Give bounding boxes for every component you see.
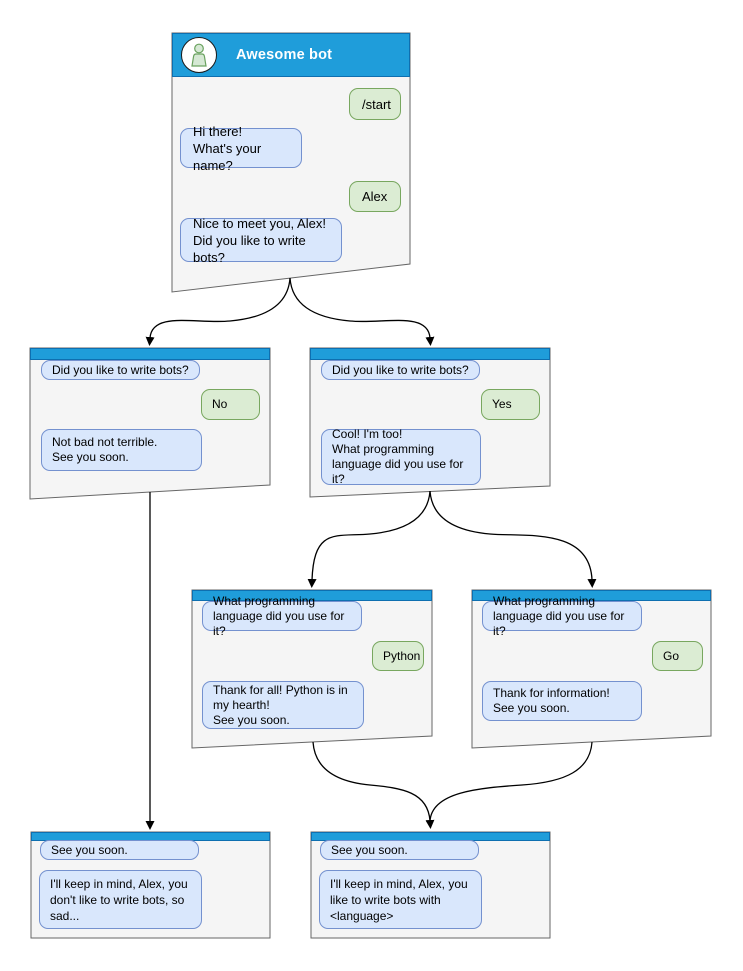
edge-go-to-end-yes	[429, 741, 593, 822]
person-icon	[191, 43, 207, 67]
edge-python-to-end-yes	[312, 741, 435, 829]
chat-window-branch-yes-header	[310, 348, 550, 360]
bot-message-bubble: I'll keep in mind, Alex, you like to wri…	[319, 870, 482, 929]
user-message-bubble: Alex	[349, 181, 401, 212]
user-message-bubble: Python	[372, 641, 424, 671]
bot-message-bubble: Thank for all! Python is in my hearth! S…	[202, 681, 364, 729]
chat-window-title: Awesome bot	[236, 47, 333, 63]
bot-message-bubble: See you soon.	[40, 840, 199, 860]
edge-main-to-branch-no	[145, 277, 291, 346]
bot-message-bubble: Thank for information! See you soon.	[482, 681, 642, 721]
bot-avatar	[181, 37, 217, 73]
user-message-bubble: No	[201, 389, 260, 420]
chat-window-main-header: Awesome bot	[172, 33, 410, 77]
bot-message-bubble: What programming language did you use fo…	[482, 594, 642, 638]
user-message-bubble: Yes	[481, 389, 540, 420]
edge-branch-yes-to-python	[307, 490, 431, 588]
chat-window-branch-go-header	[472, 590, 711, 601]
bot-message-bubble: I'll keep in mind, Alex, you don't like …	[39, 870, 202, 929]
edge-branch-yes-to-go	[429, 490, 597, 588]
bot-message-bubble: Did you like to write bots?	[41, 360, 200, 380]
bot-message-bubble: Hi there! What's your name?	[180, 124, 302, 173]
chat-window-branch-no-header	[30, 348, 270, 360]
user-message-bubble: Go	[652, 641, 703, 671]
edge-main-to-branch-yes	[289, 277, 435, 346]
bot-message-bubble: Not bad not terrible. See you soon.	[41, 429, 202, 471]
bot-message-bubble: Cool! I'm too! What programming language…	[321, 427, 481, 486]
bot-message-bubble: Nice to meet you, Alex! Did you like to …	[180, 216, 342, 265]
bot-message-bubble: What programming language did you use fo…	[202, 594, 362, 638]
chat-window-branch-python-header	[192, 590, 432, 601]
bot-message-bubble: Did you like to write bots?	[321, 360, 480, 380]
bot-message-bubble: See you soon.	[320, 840, 479, 860]
user-message-bubble: /start	[349, 88, 401, 120]
